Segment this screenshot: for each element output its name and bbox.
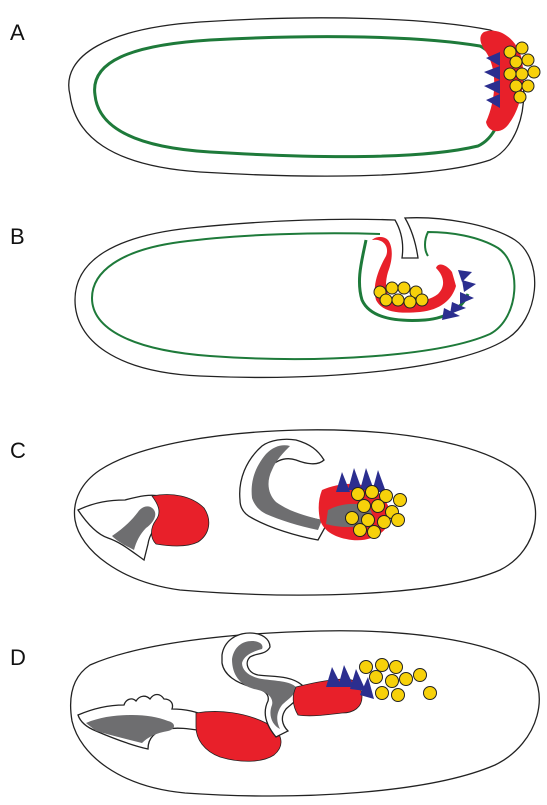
panel-a: A [0, 0, 547, 200]
pole-cell-circle-icon [424, 687, 437, 700]
pole-cell-circle-icon [386, 675, 399, 688]
pole-cell-circle-icon [346, 512, 359, 525]
embryo-d-diagram [0, 605, 547, 805]
pole-cell-circle-icon [372, 500, 385, 513]
pole-cell-circle-icon [516, 42, 528, 54]
pole-cell-circle-icon [398, 282, 410, 294]
pole-cell-circle-icon [528, 66, 540, 78]
pole-cell-circle-icon [404, 296, 416, 308]
pole-cell-circle-icon [516, 68, 528, 80]
pole-cell-circle-icon [392, 294, 404, 306]
pole-cell-circle-icon [392, 689, 405, 702]
pole-cell-circle-icon [358, 500, 371, 513]
pole-cell-circle-icon [414, 669, 427, 682]
panel-b: B [0, 200, 547, 400]
pole-cell-circle-icon [504, 68, 516, 80]
embryo-a-diagram [0, 0, 547, 200]
pole-cell-circle-icon [394, 494, 407, 507]
pole-cell-circle-icon [510, 80, 522, 92]
pole-cell-circle-icon [378, 516, 391, 529]
pole-cell-circle-icon [368, 526, 381, 539]
panel-c: C [0, 410, 547, 610]
pole-cell-circle-icon [522, 80, 534, 92]
pole-cell-circle-icon [360, 661, 373, 674]
pole-cell-circle-icon [380, 294, 392, 306]
pole-cell-circle-icon [522, 54, 534, 66]
pole-cell-circle-icon [354, 524, 367, 537]
pole-cell-circle-icon [510, 56, 522, 68]
pole-cell-circle-icon [400, 673, 413, 686]
pole-cell-circle-icon [416, 294, 428, 306]
pole-cell-circle-icon [392, 514, 405, 527]
panel-d: D [0, 605, 547, 805]
pole-cell-circle-icon [366, 486, 379, 499]
embryo-c-diagram [0, 410, 547, 610]
pole-cell-circle-icon [376, 687, 389, 700]
pole-cell-circle-icon [514, 91, 526, 103]
embryo-b-diagram [0, 200, 547, 400]
pole-cell-circle-icon [386, 282, 398, 294]
pole-cell-circle-icon [352, 488, 365, 501]
pole-cell-circle-icon [376, 659, 389, 672]
pole-cell-circle-icon [390, 661, 403, 674]
pole-cell-circle-icon [370, 671, 383, 684]
